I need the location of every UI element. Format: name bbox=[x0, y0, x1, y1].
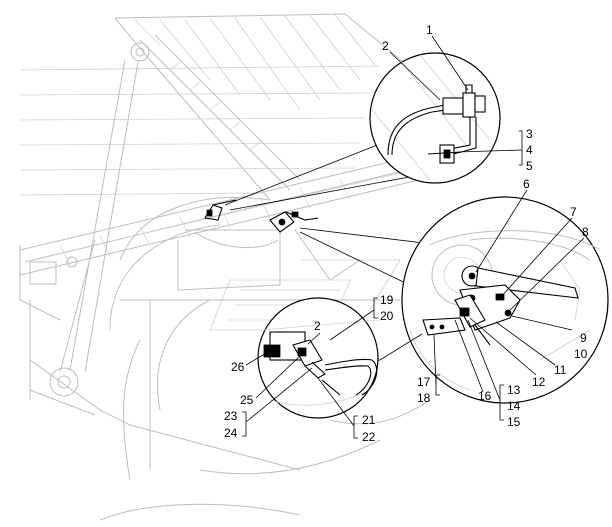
callout-22: 22 bbox=[362, 430, 376, 444]
callout-21: 21 bbox=[362, 413, 376, 427]
callout-3: 3 bbox=[526, 127, 533, 141]
detail-circle-right bbox=[299, 196, 609, 404]
callout-4: 4 bbox=[526, 143, 533, 157]
leader-lines bbox=[242, 35, 585, 439]
callout-8: 8 bbox=[582, 225, 589, 239]
callout-5: 5 bbox=[526, 159, 533, 173]
callout-17: 17 bbox=[417, 375, 431, 389]
callout-15: 15 bbox=[507, 415, 521, 429]
callout-9: 9 bbox=[580, 331, 587, 345]
callout-11: 11 bbox=[554, 363, 567, 377]
callout-2-top: 2 bbox=[382, 39, 389, 53]
callout-12: 12 bbox=[532, 375, 546, 389]
callout-labels: 1 2 3 4 5 6 7 8 9 10 11 12 13 14 15 16 1… bbox=[224, 23, 589, 444]
detail-circle-top bbox=[224, 52, 501, 211]
callout-10: 10 bbox=[574, 347, 588, 361]
callout-26: 26 bbox=[231, 360, 245, 374]
callout-19: 19 bbox=[380, 293, 394, 307]
callout-14: 14 bbox=[507, 399, 521, 413]
callout-2-left: 2 bbox=[314, 319, 321, 333]
callout-6: 6 bbox=[523, 177, 530, 191]
callout-23: 23 bbox=[224, 409, 238, 423]
detail-circle-left bbox=[257, 297, 423, 419]
callout-18: 18 bbox=[417, 391, 431, 405]
callout-7: 7 bbox=[570, 205, 577, 219]
callout-25: 25 bbox=[240, 393, 254, 407]
switch-on-frame bbox=[269, 211, 319, 233]
callout-13: 13 bbox=[507, 383, 521, 397]
callout-24: 24 bbox=[224, 426, 238, 440]
callout-20: 20 bbox=[380, 309, 394, 323]
callout-16: 16 bbox=[478, 389, 492, 403]
background-machine bbox=[19, 13, 471, 521]
sensor-on-boom bbox=[204, 199, 237, 221]
callout-1: 1 bbox=[426, 23, 433, 37]
